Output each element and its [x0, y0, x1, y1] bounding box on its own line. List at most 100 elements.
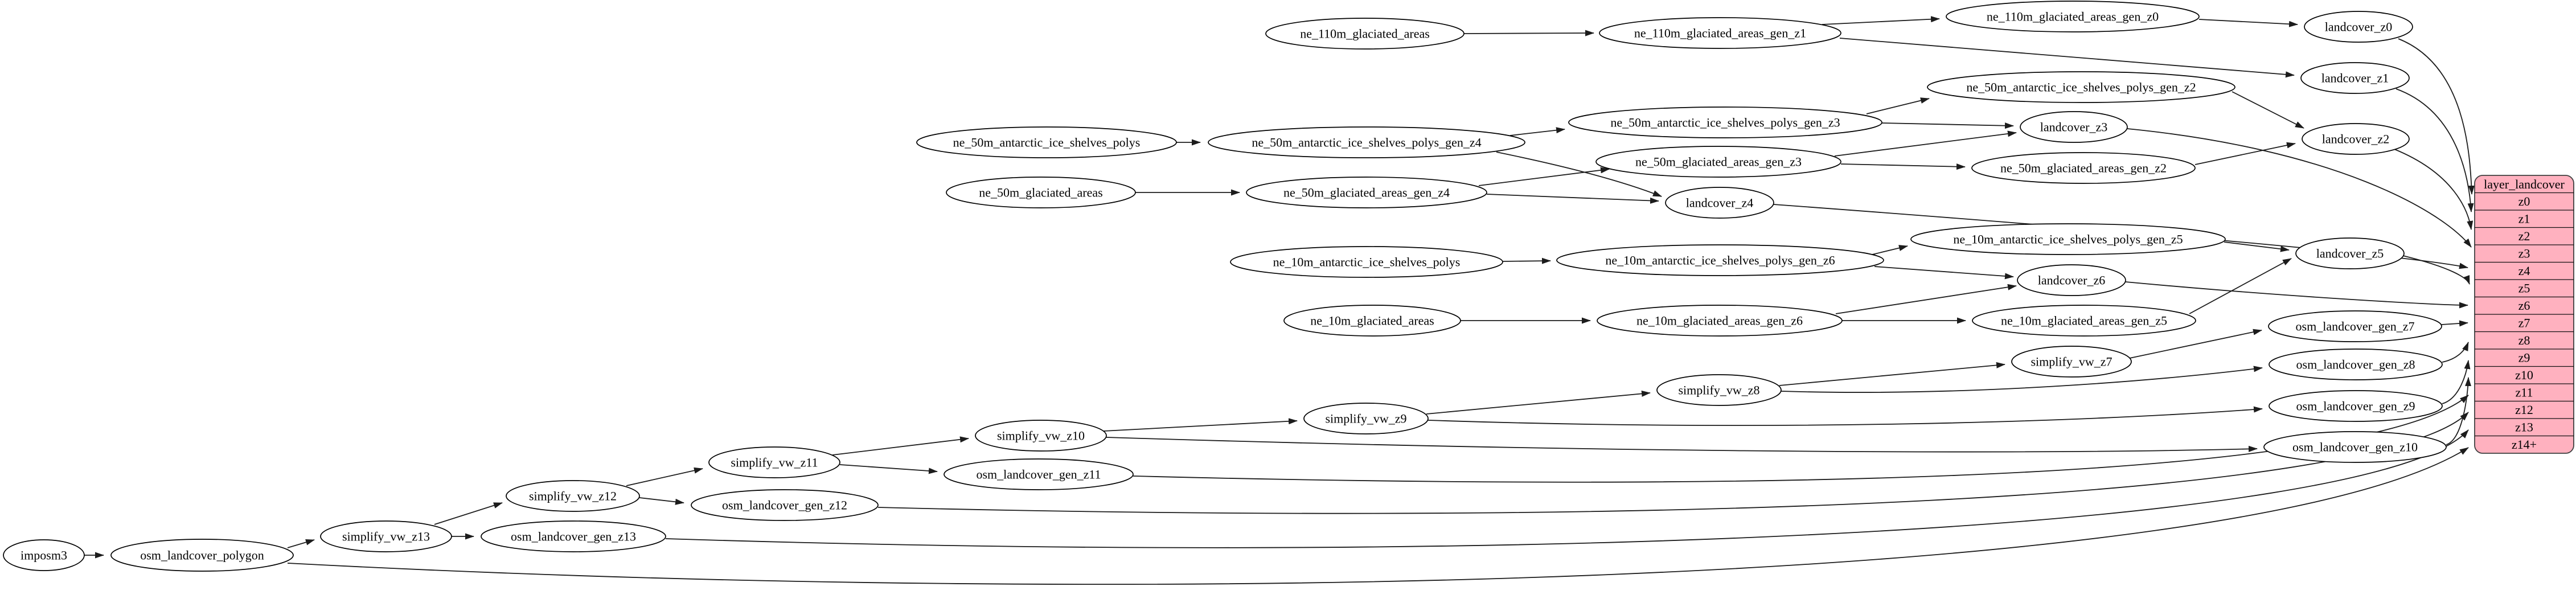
edge-simplify_vw_z7-osm_landcover_gen_z7 — [2129, 329, 2262, 359]
edge-ne_110m_gen_z1-landcover_z1 — [1839, 38, 2295, 78]
node-ellipse — [2020, 111, 2128, 143]
node-ellipse — [1599, 17, 1841, 49]
table-row-z7: z7 — [2518, 316, 2530, 330]
node-ellipse — [481, 520, 666, 552]
node-osm_landcover_gen_z12: osm_landcover_gen_z12 — [691, 489, 879, 521]
node-ne_110m_glaciated_areas_gen_z0: ne_110m_glaciated_areas_gen_z0 — [1946, 1, 2200, 32]
node-osm_landcover_gen_z7: osm_landcover_gen_z7 — [2268, 310, 2442, 342]
edge-ne_50m_glac_gen_z2-landcover_z2 — [2194, 142, 2296, 165]
table-row-z2: z2 — [2518, 229, 2530, 243]
edge-landcover_z2-port_z2 — [2394, 149, 2474, 230]
table-row-z9: z9 — [2518, 351, 2530, 365]
edge-ne_50m_polys_gen_z4-gen_z3 — [1509, 127, 1565, 136]
node-label: simplify_vw_z9 — [1326, 412, 1407, 426]
node-landcover_z3: landcover_z3 — [2020, 111, 2128, 143]
edge-simplify_vw_z9-simplify_vw_z8 — [1426, 390, 1651, 415]
node-landcover_z0: landcover_z0 — [2304, 11, 2413, 43]
node-ne_10m_antarctic_ice_shelves_polys_gen_z6: ne_10m_antarctic_ice_shelves_polys_gen_z… — [1556, 244, 1884, 276]
table-row-z8: z8 — [2518, 333, 2530, 347]
node-ellipse — [506, 480, 640, 512]
edge-osm_landcover_polygon-simplify_vw_z13 — [287, 539, 315, 548]
node-ne_50m_glaciated_areas: ne_50m_glaciated_areas — [946, 177, 1136, 208]
edge-ne_50m_glac_gen_z3-gen_z2 — [1840, 163, 1966, 170]
edge-layer — [84, 16, 2475, 585]
node-label: landcover_z2 — [2322, 132, 2390, 146]
node-ellipse — [1283, 305, 1461, 337]
edge-ne_110m_glaciated_areas-gen_z1 — [1463, 30, 1594, 36]
node-ellipse — [320, 520, 452, 552]
node-ne_110m_glaciated_areas: ne_110m_glaciated_areas — [1265, 18, 1465, 50]
edge-ne_50m_glac_gen_z3-landcover_z3 — [1834, 130, 2017, 157]
edge-ne_110m_gen_z1-gen_z0 — [1822, 16, 1940, 25]
node-osm_landcover_gen_z11: osm_landcover_gen_z11 — [944, 458, 1134, 490]
node-ellipse — [1597, 305, 1843, 337]
edge-ne_50m_polys_gen_z3-gen_z2 — [1866, 97, 1930, 114]
node-ellipse — [916, 126, 1177, 158]
node-simplify_vw_z7: simplify_vw_z7 — [2011, 346, 2132, 378]
edge-ne_50m_polys_gen_z2-landcover_z2 — [2232, 91, 2304, 129]
edge-ne_50m_glac_gen_z4-gen_z3 — [1478, 167, 1610, 186]
edge-osm_landcover_gen_z9-port_z9 — [2442, 360, 2471, 404]
node-ellipse — [2269, 390, 2443, 422]
edge-simplify_vw_z10-simplify_vw_z9 — [1103, 418, 1298, 432]
edge-simplify_vw_z8-osm_landcover_gen_z8 — [1781, 366, 2263, 393]
node-ellipse — [1230, 246, 1503, 278]
node-label: ne_50m_antarctic_ice_shelves_polys_gen_z… — [1610, 116, 1840, 130]
node-label: osm_landcover_gen_z11 — [976, 468, 1101, 482]
node-ellipse — [1568, 106, 1882, 138]
node-label: osm_landcover_gen_z7 — [2296, 319, 2415, 334]
node-imposm3: imposm3 — [3, 539, 85, 571]
node-label: ne_110m_glaciated_areas_gen_z1 — [1634, 26, 1806, 40]
table-row-z14plus: z14+ — [2512, 437, 2537, 452]
edge-simplify_vw_z12-osm_landcover_gen_z12 — [639, 497, 684, 505]
edge-simplify_vw_z12-simplify_vw_z11 — [626, 467, 703, 486]
table-row-z11: z11 — [2516, 386, 2533, 400]
edge-ne_10m_glac_gen_z6-landcover_z6 — [1835, 284, 2017, 314]
node-label: ne_50m_glaciated_areas_gen_z4 — [1283, 186, 1450, 200]
edge-landcover_z0-port_z0 — [2398, 38, 2475, 195]
node-layer: imposm3 osm_landcover_polygon simplify_v… — [3, 1, 2447, 572]
node-landcover_z6: landcover_z6 — [2017, 264, 2126, 296]
node-simplify_vw_z13: simplify_vw_z13 — [320, 520, 452, 552]
node-simplify_vw_z9: simplify_vw_z9 — [1303, 403, 1429, 434]
edge-simplify_vw_z9-osm_landcover_gen_z9 — [1428, 406, 2263, 426]
node-ne_50m_glaciated_areas_gen_z3: ne_50m_glaciated_areas_gen_z3 — [1595, 146, 1841, 178]
node-label: landcover_z1 — [2321, 71, 2389, 85]
node-label: landcover_z6 — [2038, 273, 2106, 288]
node-ne_50m_glaciated_areas_gen_z4: ne_50m_glaciated_areas_gen_z4 — [1246, 177, 1487, 208]
node-label: simplify_vw_z8 — [1679, 383, 1760, 397]
node-label: ne_10m_glaciated_areas_gen_z6 — [1636, 314, 1803, 328]
table-row-z10: z10 — [2515, 368, 2533, 382]
node-ellipse — [2300, 62, 2410, 94]
edge-landcover_z3-port_z3 — [2127, 128, 2472, 248]
node-ellipse — [2017, 264, 2126, 296]
node-label: ne_50m_glaciated_areas_gen_z3 — [1635, 155, 1802, 169]
node-osm_landcover_gen_z10: osm_landcover_gen_z10 — [2263, 431, 2447, 463]
node-label: osm_landcover_gen_z10 — [2292, 440, 2418, 454]
node-ellipse — [1246, 177, 1487, 208]
edge-simplify_vw_z10-osm_landcover_gen_z10 — [1106, 437, 2258, 453]
edge-ne_10m_polys_gen_z6-gen_z5 — [1872, 245, 1908, 255]
table-row-z12: z12 — [2515, 403, 2533, 417]
node-ellipse — [1972, 305, 2196, 337]
node-ellipse — [946, 177, 1136, 208]
node-osm_landcover_gen_z13: osm_landcover_gen_z13 — [481, 520, 666, 552]
node-ne_50m_glaciated_areas_gen_z2: ne_50m_glaciated_areas_gen_z2 — [1971, 152, 2196, 184]
edge-osm_landcover_polygon-port_z14 — [287, 447, 2469, 585]
node-simplify_vw_z8: simplify_vw_z8 — [1656, 374, 1782, 406]
node-ne_10m_antarctic_ice_shelves_polys_gen_z5: ne_10m_antarctic_ice_shelves_polys_gen_z… — [1910, 223, 2226, 255]
edge-osm_landcover_gen_z13-port_z13 — [665, 429, 2469, 548]
node-ellipse — [1927, 71, 2235, 103]
edge-ne_50m_polys_gen_z4-landcover_z4 — [1496, 151, 1662, 197]
node-label: ne_50m_glaciated_areas — [979, 186, 1102, 200]
node-label: ne_10m_antarctic_ice_shelves_polys_gen_z… — [1605, 253, 1835, 268]
node-ellipse — [2304, 11, 2413, 43]
table-row-z0: z0 — [2518, 194, 2530, 208]
node-label: ne_50m_antarctic_ice_shelves_polys_gen_z… — [1252, 136, 1481, 150]
node-ne_50m_antarctic_ice_shelves_polys_gen_z2: ne_50m_antarctic_ice_shelves_polys_gen_z… — [1927, 71, 2235, 103]
node-landcover_z4: landcover_z4 — [1665, 187, 1774, 219]
node-ellipse — [1303, 403, 1429, 434]
node-label: ne_10m_antarctic_ice_shelves_polys — [1273, 255, 1461, 269]
node-ellipse — [691, 489, 879, 521]
node-ellipse — [1656, 374, 1782, 406]
